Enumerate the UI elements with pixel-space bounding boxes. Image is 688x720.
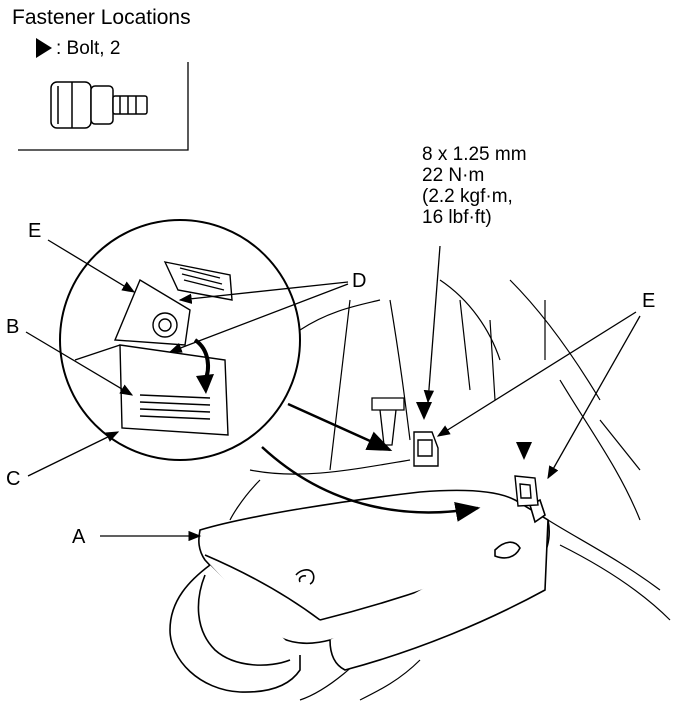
detail-leaders [261, 402, 481, 522]
fastener-locations-title: Fastener Locations [12, 6, 191, 29]
callout-e-main: E [642, 290, 656, 312]
torque-spec-size: 8 x 1.25 mm [422, 144, 527, 165]
torque-spec: 8 x 1.25 mm 22 N·m (2.2 kgf·m, 16 lbf·ft… [422, 144, 527, 228]
bolt-marker-icon [416, 402, 532, 460]
callout-leaders [25, 239, 641, 542]
seat-belt-buckle [371, 397, 405, 446]
callout-d: D [352, 270, 367, 292]
triangle-marker-icon [36, 38, 52, 58]
callout-b: B [6, 316, 20, 338]
torque-spec-kgfm: (2.2 kgf·m, [422, 186, 513, 207]
bolt-icon [50, 81, 148, 129]
rotate-arrow-icon [193, 338, 214, 394]
seat-hook-left [413, 431, 439, 467]
callout-e-detail: E [28, 220, 42, 242]
fastener-box-border [18, 62, 189, 151]
seat-cushion [169, 489, 550, 693]
seat-hook-right [514, 475, 539, 507]
bolt-legend: : Bolt, 2 [36, 38, 120, 60]
torque-spec-nm: 22 N·m [422, 165, 485, 186]
torque-spec-lbfft: 16 lbf·ft) [422, 207, 492, 228]
bolt-legend-label: : Bolt, 2 [56, 38, 121, 59]
seat-back-outline [229, 279, 671, 701]
detail-contents [74, 261, 233, 436]
callout-a: A [72, 526, 86, 548]
callout-c: C [6, 468, 21, 490]
